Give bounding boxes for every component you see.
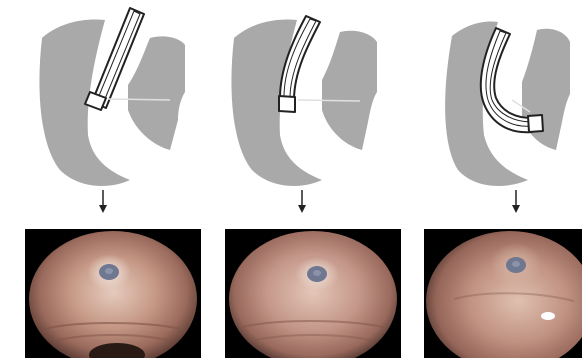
diagram-panel-a [30,0,200,215]
stomach-wall-right [322,31,377,150]
endoscopy-image-a [25,229,201,358]
diagram-panel-c [412,0,582,215]
down-arrow-b [298,190,306,213]
stomach-diagram-a [30,0,200,215]
down-arrow-a [99,190,107,213]
down-arrow-c [512,190,520,213]
stomach-diagram-b [222,0,392,215]
light-reflection [541,312,555,320]
diagram-panel-b [222,0,392,215]
stomach-diagram-c [412,0,582,215]
stomach-wall-right [128,36,185,150]
endoscopy-image-c [424,229,582,358]
endoscopy-image-b [225,229,401,358]
probe-line-b [298,100,360,101]
probe-line-a [108,99,170,100]
